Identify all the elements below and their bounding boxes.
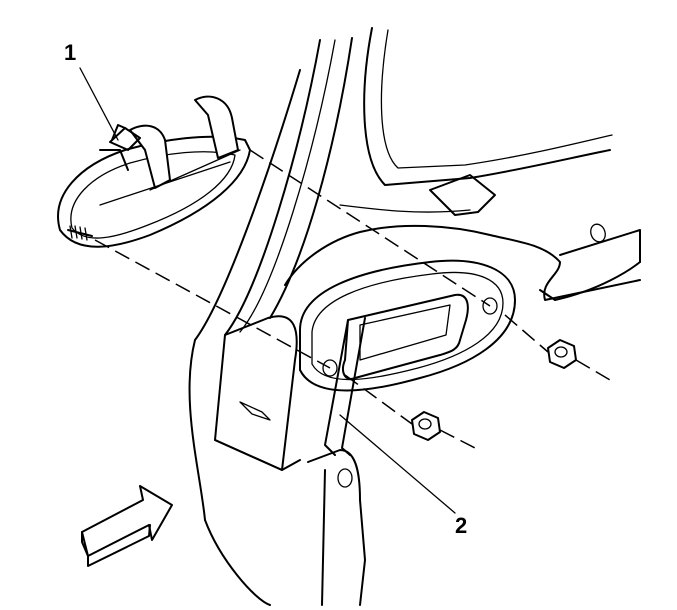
direction-arrow-icon <box>81 485 173 567</box>
lower-bracket <box>307 449 366 606</box>
alignment-lines <box>94 149 611 449</box>
nut-lower <box>411 411 441 441</box>
outside-door-handle <box>57 95 251 248</box>
handle-reinforcement <box>324 293 469 456</box>
inner-door-panel <box>284 223 641 392</box>
callout-label-2: 2 <box>455 513 468 538</box>
upper-rail <box>339 27 613 216</box>
door-pillar <box>188 37 353 606</box>
nut-upper <box>547 339 577 369</box>
callout-label-1: 1 <box>64 40 77 65</box>
leader-lines <box>79 67 456 514</box>
